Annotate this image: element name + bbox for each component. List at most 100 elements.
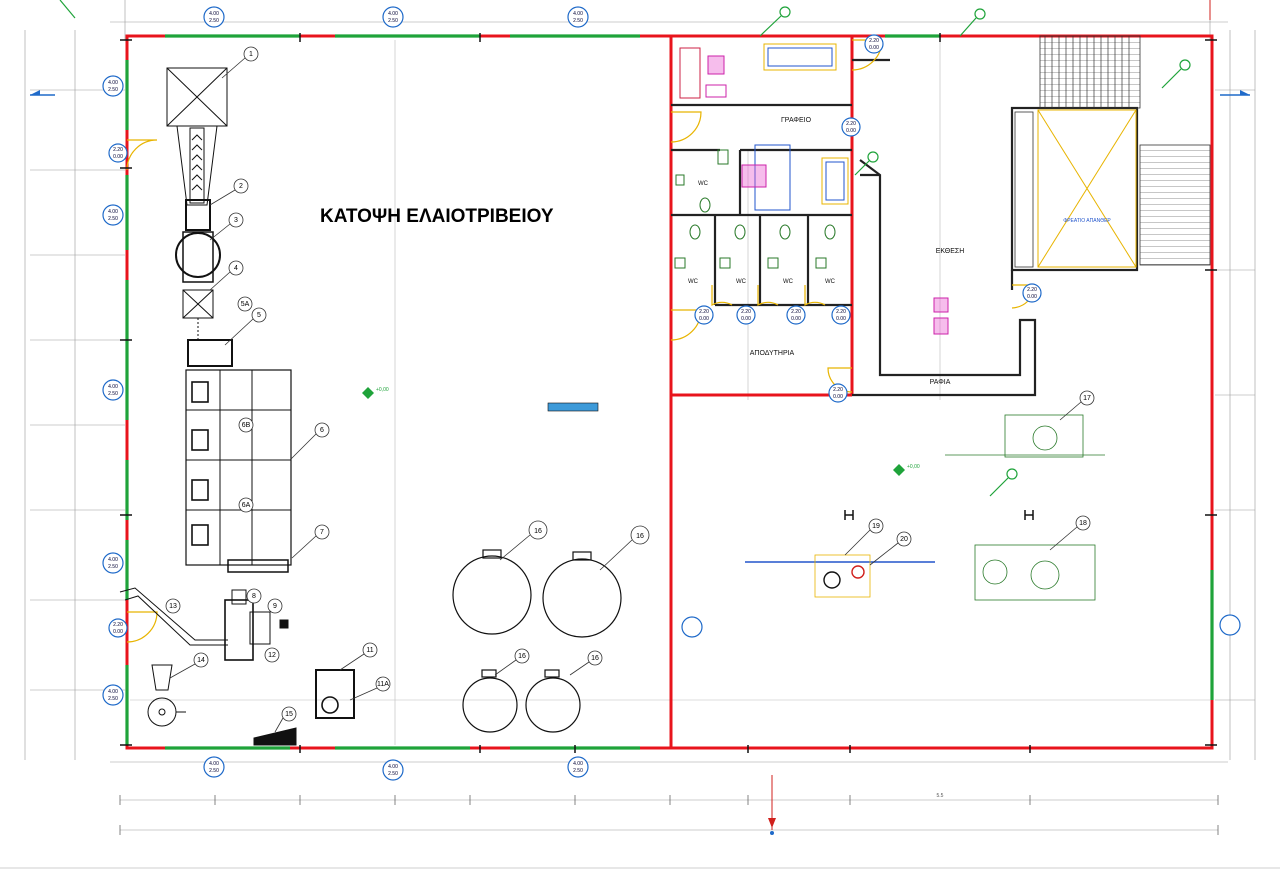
wb-11-bot: 2.50	[108, 696, 118, 702]
wb-3-bot: 2.50	[573, 18, 583, 24]
tag-16-c: 16	[518, 653, 526, 660]
tag-16-a: 16	[534, 528, 542, 535]
tag-9: 9	[273, 603, 277, 610]
window-bubble-labels: 4.00 2.50 4.00 2.50 4.00 2.50 4.00 2.50 …	[108, 11, 583, 777]
wc-label-1: WC	[698, 181, 709, 187]
wb-6-bot: 2.50	[573, 768, 583, 774]
tag-1: 1	[249, 51, 253, 58]
tag-16-b: 16	[636, 533, 644, 540]
db-1-top: 2.20	[113, 147, 123, 153]
level-mark-main: +0,00	[376, 387, 389, 393]
tag-17: 17	[1083, 395, 1091, 402]
db-2-bot: 0.00	[113, 629, 123, 635]
db-7-bot: 0.00	[791, 316, 801, 322]
db-10-bot: 0.00	[1027, 294, 1037, 300]
db-9-bot: 0.00	[833, 394, 843, 400]
wb-1-top: 4.00	[209, 11, 219, 17]
door-bubble-labels: 2.20 0.00 2.20 0.00 2.20 0.00 2.20 0.00 …	[113, 38, 1037, 635]
wb-5-top: 4.00	[388, 764, 398, 770]
wb-9-bot: 2.50	[108, 391, 118, 397]
wb-10-top: 4.00	[108, 557, 118, 563]
level-mark-east: +0,00	[907, 464, 920, 470]
db-7-top: 2.20	[791, 309, 801, 315]
room-shelf-label: ΡΑΦΙΑ	[930, 379, 951, 386]
tag-5a: 5A	[241, 301, 250, 308]
wb-3-top: 4.00	[573, 11, 583, 17]
office-furniture	[679, 43, 949, 335]
db-1-bot: 0.00	[113, 154, 123, 160]
db-10-top: 2.20	[1027, 287, 1037, 293]
level-marks: +0,00 +0,00	[362, 387, 920, 476]
tag-12: 12	[268, 652, 276, 659]
tag-11a: 11A	[377, 681, 389, 688]
tag-4: 4	[234, 265, 238, 272]
db-8-top: 2.20	[836, 309, 846, 315]
tag-11: 11	[366, 647, 373, 654]
wc-label-3: WC	[736, 279, 747, 285]
tag-5: 5	[257, 312, 261, 319]
tanks	[452, 549, 622, 733]
pit-marker: ΦΡΕΑΤΙΟ ΑΠΑΝΘΕΡ	[1037, 109, 1137, 268]
tag-2: 2	[239, 183, 243, 190]
wb-9-top: 4.00	[108, 384, 118, 390]
tag-18: 18	[1079, 520, 1087, 527]
section-markers	[30, 0, 1250, 835]
wb-1-bot: 2.50	[209, 18, 219, 24]
stairs	[1014, 35, 1211, 268]
tag-14: 14	[197, 657, 205, 664]
wb-6-top: 4.00	[573, 761, 583, 767]
db-4-top: 2.20	[846, 121, 856, 127]
tag-19: 19	[872, 523, 880, 530]
interior-walls	[669, 36, 854, 748]
db-8-bot: 0.00	[836, 316, 846, 322]
tag-13: 13	[169, 603, 177, 610]
tag-6a: 6A	[242, 502, 251, 509]
tag-15: 15	[285, 711, 293, 718]
wb-2-bot: 2.50	[388, 18, 398, 24]
window-bubbles	[102, 6, 1241, 781]
db-6-bot: 0.00	[741, 316, 751, 322]
wc-label-2: WC	[688, 279, 699, 285]
wb-8-bot: 2.50	[108, 216, 118, 222]
db-2-top: 2.20	[113, 622, 123, 628]
equipment-tags	[165, 46, 1095, 733]
green-callouts	[59, 0, 1191, 497]
wb-4-bot: 2.50	[209, 768, 219, 774]
tag-3: 3	[234, 217, 238, 224]
tag-6: 6	[320, 427, 324, 434]
wc-fixtures	[674, 149, 836, 269]
bottom-dimension: 5.5	[937, 793, 944, 799]
wc-label-5: WC	[825, 279, 836, 285]
wb-8-top: 4.00	[108, 209, 118, 215]
db-5-bot: 0.00	[699, 316, 709, 322]
scale-tag	[547, 402, 599, 412]
column-markers	[120, 33, 1217, 753]
door-bubbles	[108, 34, 1042, 638]
db-3-bot: 0.00	[869, 45, 879, 51]
production-line	[119, 67, 355, 746]
db-5-top: 2.20	[699, 309, 709, 315]
tag-6b: 6B	[242, 422, 251, 429]
dimension-lines	[24, 0, 1256, 831]
db-3-top: 2.20	[869, 38, 879, 44]
wc-label-4: WC	[783, 279, 794, 285]
room-office-label: ΓΡΑΦΕΙΟ	[781, 117, 812, 124]
db-6-top: 2.20	[741, 309, 751, 315]
pit-label: ΦΡΕΑΤΙΟ ΑΠΑΝΘΕΡ	[1063, 218, 1111, 224]
wb-2-top: 4.00	[388, 11, 398, 17]
room-exhibition-label: ΕΚΘΕΣΗ	[936, 248, 965, 255]
wb-7-top: 4.00	[108, 80, 118, 86]
wb-5-bot: 2.50	[388, 771, 398, 777]
plan-title: ΚΑΤΟΨΗ ΕΛΑΙΟΤΡΙΒΕΙΟΥ	[320, 206, 554, 227]
equipment-tag-labels: 1 2 3 4 5A 5 6 6B 6A 7 8 9 12 13 14 11 1…	[169, 51, 1091, 718]
wb-7-bot: 2.50	[108, 87, 118, 93]
wb-11-top: 4.00	[108, 689, 118, 695]
tag-16-d: 16	[591, 655, 599, 662]
tag-7: 7	[320, 529, 324, 536]
tag-8: 8	[252, 593, 256, 600]
wb-4-top: 4.00	[209, 761, 219, 767]
wb-10-bot: 2.50	[108, 564, 118, 570]
dimension-ticks	[119, 795, 1219, 835]
db-9-top: 2.20	[833, 387, 843, 393]
packaging-equipment	[745, 414, 1105, 601]
